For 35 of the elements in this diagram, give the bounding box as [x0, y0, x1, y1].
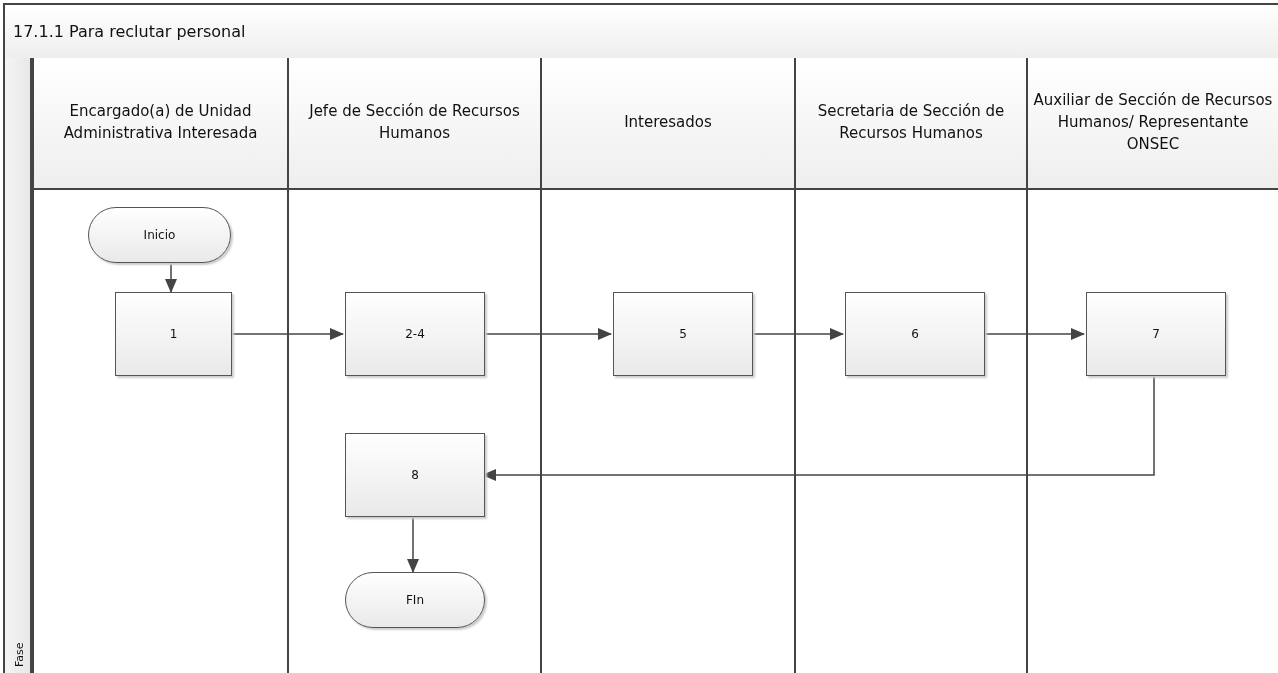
- swimlane: [1026, 58, 1278, 673]
- title-bar: 17.1.1 Para reclutar personal: [3, 3, 1278, 60]
- process-box: [845, 292, 985, 376]
- swimlane: [287, 58, 540, 673]
- lane-header: Jefe de Sección de Recursos Humanos: [289, 58, 540, 190]
- arrow: [407, 516, 419, 573]
- process-box: [613, 292, 753, 376]
- arrow: [229, 328, 344, 340]
- step-label: 2-4: [405, 327, 425, 341]
- arrow: [482, 375, 1155, 481]
- lane-header: Encargado(a) de Unidad Administrativa Interesada: [34, 58, 287, 190]
- step-label: 1: [169, 327, 178, 341]
- arrow: [165, 262, 177, 293]
- swimlane: [540, 58, 794, 673]
- lane-header: Secretaria de Sección de Recursos Humanos: [796, 58, 1026, 190]
- arrow: [982, 328, 1085, 340]
- process-box: [1086, 292, 1226, 376]
- phase-label: Fase: [13, 642, 26, 667]
- process-box: [115, 292, 232, 376]
- arrow: [482, 328, 612, 340]
- lane-header: Interesados: [542, 58, 794, 190]
- step-label: Inicio: [143, 228, 176, 242]
- process-box: [345, 433, 485, 517]
- terminator-shape: [88, 207, 231, 263]
- swimlane: [794, 58, 1026, 673]
- step-label: 7: [1152, 327, 1160, 341]
- lane-header: Auxiliar de Sección de Recursos Humanos/ Representante ONSEC: [1028, 58, 1278, 190]
- swimlane: [32, 58, 287, 673]
- arrow: [750, 328, 844, 340]
- step-label: 5: [679, 327, 687, 341]
- step-label: 8: [411, 468, 419, 482]
- step-label: FIn: [405, 593, 424, 607]
- process-box: [345, 292, 485, 376]
- step-label: 6: [911, 327, 919, 341]
- terminator-shape: [345, 572, 485, 628]
